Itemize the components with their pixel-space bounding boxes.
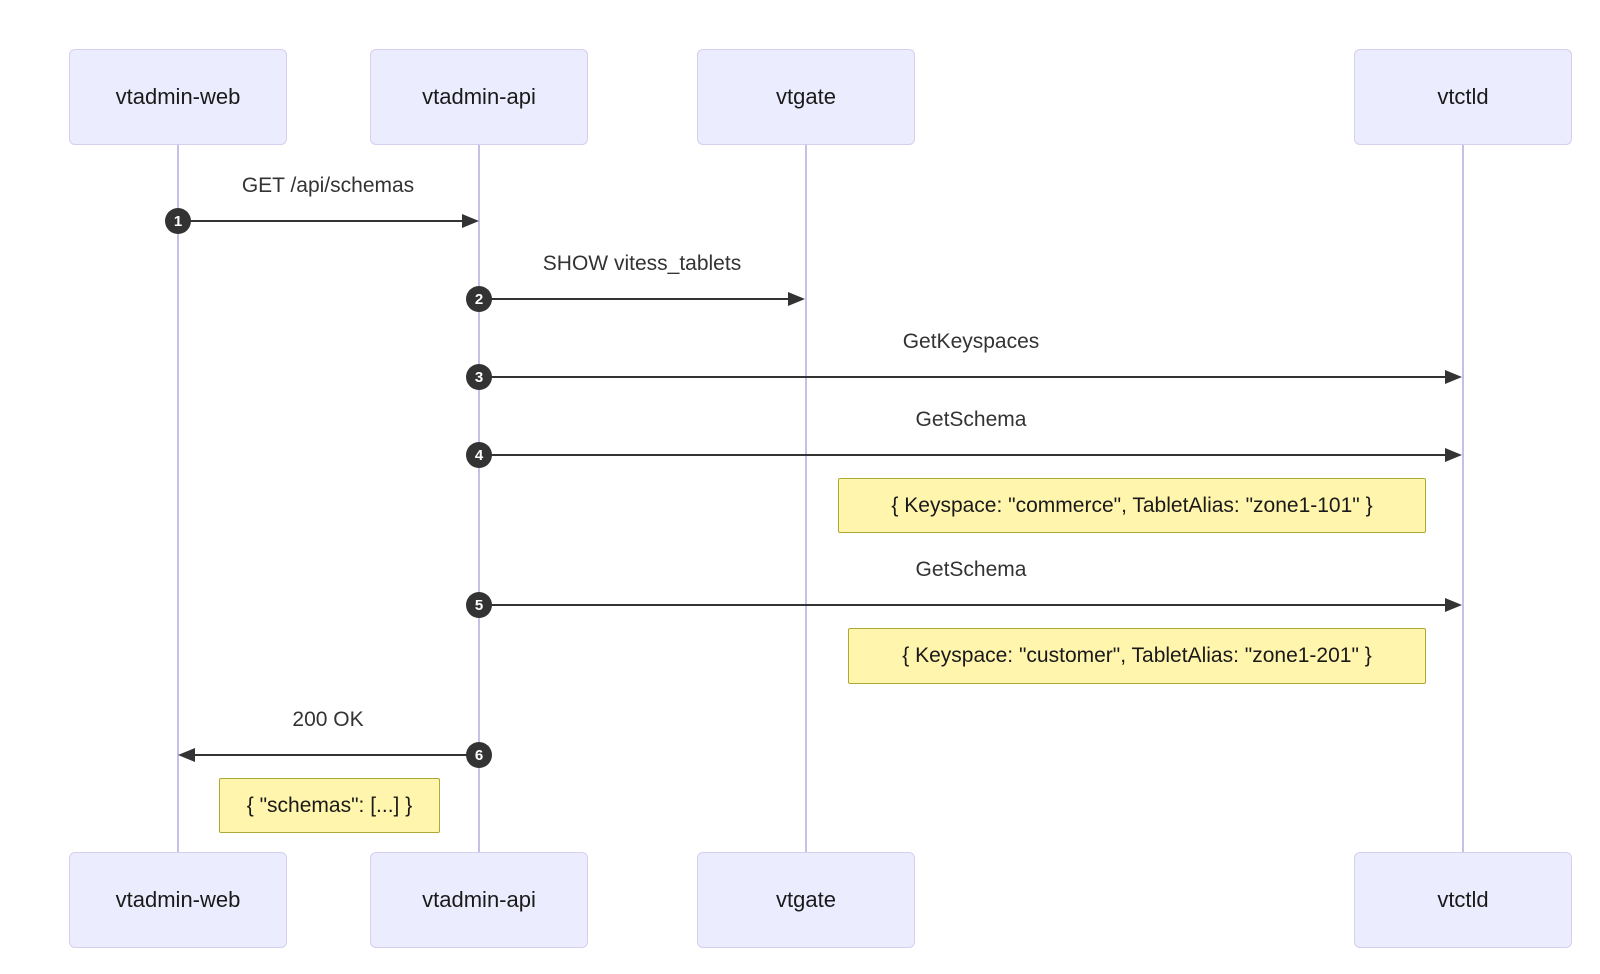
note-customer: { Keyspace: "customer", TabletAlias: "zo… bbox=[848, 628, 1426, 684]
lifeline-vtgate bbox=[805, 145, 807, 852]
actor-label: vtadmin-api bbox=[422, 84, 536, 109]
seq-number: 1 bbox=[173, 212, 183, 230]
message-5-arrowhead-icon bbox=[1445, 598, 1462, 612]
actor-label: vtadmin-web bbox=[115, 887, 241, 912]
message-5-label: GetSchema bbox=[915, 558, 1027, 581]
note-text: { "schemas": [...] } bbox=[246, 793, 413, 817]
actor-bottom-vtctld: vtctld bbox=[1354, 852, 1572, 948]
message-6-label: 200 OK bbox=[292, 708, 364, 731]
lifeline-vtadmin-api bbox=[478, 145, 480, 852]
message-4-label: GetSchema bbox=[915, 408, 1027, 431]
note-schemas: { "schemas": [...] } bbox=[219, 778, 440, 833]
actor-bottom-vtadmin-api: vtadmin-api bbox=[370, 852, 588, 948]
message-1-label: GET /api/schemas bbox=[241, 174, 415, 197]
actor-label: vtadmin-web bbox=[115, 84, 241, 109]
message-4-arrowhead-icon bbox=[1445, 448, 1462, 462]
actor-top-vtadmin-api: vtadmin-api bbox=[370, 49, 588, 145]
message-2-label: SHOW vitess_tablets bbox=[542, 252, 742, 275]
note-commerce: { Keyspace: "commerce", TabletAlias: "zo… bbox=[838, 478, 1426, 533]
message-5-seq-badge: 5 bbox=[466, 592, 492, 618]
message-1-line bbox=[178, 220, 465, 222]
seq-number: 3 bbox=[474, 368, 484, 386]
actor-top-vtctld: vtctld bbox=[1354, 49, 1572, 145]
message-4-seq-badge: 4 bbox=[466, 442, 492, 468]
actor-top-vtgate: vtgate bbox=[697, 49, 915, 145]
actor-label: vtgate bbox=[776, 887, 836, 912]
seq-number: 5 bbox=[474, 596, 484, 614]
seq-number: 4 bbox=[474, 446, 484, 464]
actor-label: vtgate bbox=[776, 84, 836, 109]
actor-bottom-vtadmin-web: vtadmin-web bbox=[69, 852, 287, 948]
lifeline-vtadmin-web bbox=[177, 145, 179, 852]
actor-label: vtctld bbox=[1437, 84, 1489, 109]
actor-top-vtadmin-web: vtadmin-web bbox=[69, 49, 287, 145]
actor-label: vtctld bbox=[1437, 887, 1489, 912]
message-2-arrowhead-icon bbox=[788, 292, 805, 306]
message-2-line bbox=[479, 298, 792, 300]
message-6-seq-badge: 6 bbox=[466, 742, 492, 768]
message-6-line bbox=[193, 754, 479, 756]
message-2-seq-badge: 2 bbox=[466, 286, 492, 312]
message-5-line bbox=[479, 604, 1448, 606]
seq-number: 6 bbox=[474, 746, 484, 764]
message-3-arrowhead-icon bbox=[1445, 370, 1462, 384]
message-3-label: GetKeyspaces bbox=[902, 330, 1040, 353]
actor-label: vtadmin-api bbox=[422, 887, 536, 912]
message-4-line bbox=[479, 454, 1448, 456]
note-text: { Keyspace: "customer", TabletAlias: "zo… bbox=[902, 644, 1372, 667]
message-1-seq-badge: 1 bbox=[165, 208, 191, 234]
actor-bottom-vtgate: vtgate bbox=[697, 852, 915, 948]
seq-number: 2 bbox=[474, 290, 484, 308]
message-6-arrowhead-icon bbox=[178, 748, 195, 762]
message-3-line bbox=[479, 376, 1448, 378]
note-text: { Keyspace: "commerce", TabletAlias: "zo… bbox=[891, 493, 1373, 517]
message-1-arrowhead-icon bbox=[462, 214, 479, 228]
message-3-seq-badge: 3 bbox=[466, 364, 492, 390]
lifeline-vtctld bbox=[1462, 145, 1464, 852]
